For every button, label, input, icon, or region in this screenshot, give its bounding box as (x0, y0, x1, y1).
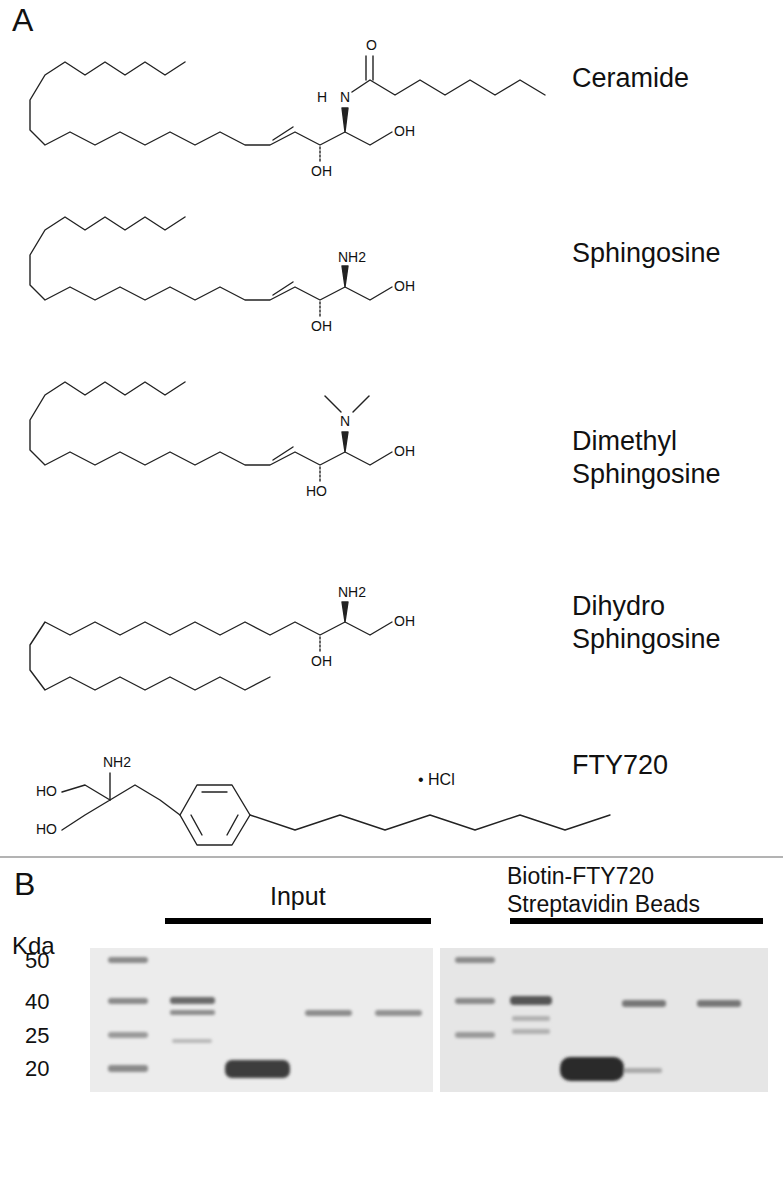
compound-name: Sphingosine (572, 240, 721, 267)
atom-label: NH2 (338, 585, 366, 599)
compound-name: Dihydro Sphingosine (572, 590, 762, 656)
marker-size: 20 (25, 1058, 49, 1080)
atom-label: OH (394, 124, 415, 138)
atom-label: H (317, 90, 327, 104)
atom-label: OH (311, 164, 332, 178)
marker-size: 25 (25, 1025, 49, 1047)
atom-label: HO (306, 484, 327, 498)
marker-size: 40 (25, 991, 49, 1013)
atom-label: N (340, 414, 350, 428)
atom-label: OH (311, 319, 332, 333)
atom-label: OH (311, 654, 332, 668)
atom-label: HO (36, 784, 57, 798)
lane-group-label: Input (270, 884, 326, 909)
atom-label: N (340, 90, 350, 104)
atom-label: OH (394, 444, 415, 458)
panel-letter: A (12, 4, 33, 36)
atom-label: NH2 (338, 250, 366, 264)
lane-group-label: Biotin-FTY720 Streptavidin Beads (507, 862, 772, 918)
panel-letter: B (14, 868, 35, 900)
atom-label: OH (394, 614, 415, 628)
salt-label: • HCl (418, 772, 455, 788)
atom-label: O (366, 38, 377, 52)
atom-label: OH (394, 279, 415, 293)
compound-name: Dimethyl Sphingosine (572, 425, 762, 491)
atom-label: NH2 (103, 755, 131, 769)
marker-size: 50 (25, 950, 49, 972)
atom-label: HO (36, 822, 57, 836)
compound-name: Ceramide (572, 65, 689, 92)
compound-name: FTY720 (572, 752, 668, 779)
